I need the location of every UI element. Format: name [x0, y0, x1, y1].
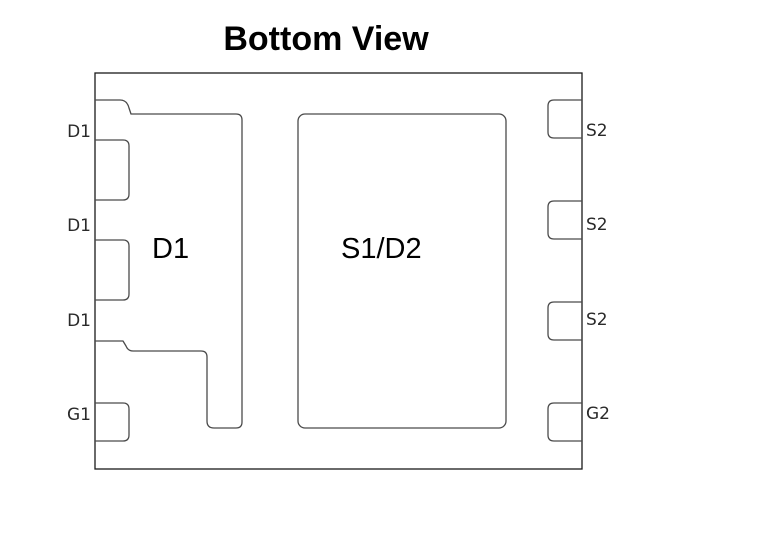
right-pin-label: S2: [586, 310, 608, 330]
right-pin-label: G2: [586, 404, 610, 424]
left-pin-label: G1: [67, 405, 91, 425]
d1-pin-finger-1: [95, 139, 130, 201]
right-pin-label: S2: [586, 215, 608, 235]
s2-pad-2: [547, 200, 582, 240]
g1-pad: [95, 402, 130, 442]
package-outline: [94, 72, 583, 470]
d1-pad-label: D1: [152, 233, 189, 265]
s2-pad-3: [547, 301, 582, 341]
s1-d2-pad-label: S1/D2: [341, 233, 422, 265]
d1-exposed-pad: [95, 99, 243, 429]
left-pin-label: D1: [67, 311, 91, 331]
g2-pad: [547, 402, 582, 442]
s1-d2-exposed-pad: [297, 113, 507, 429]
left-pin-label: D1: [67, 122, 91, 142]
diagram-title: Bottom View: [223, 20, 429, 58]
left-pin-label: D1: [67, 216, 91, 236]
d1-pin-finger-2: [95, 239, 130, 301]
s2-pad-1: [547, 99, 582, 139]
right-pin-label: S2: [586, 121, 608, 141]
